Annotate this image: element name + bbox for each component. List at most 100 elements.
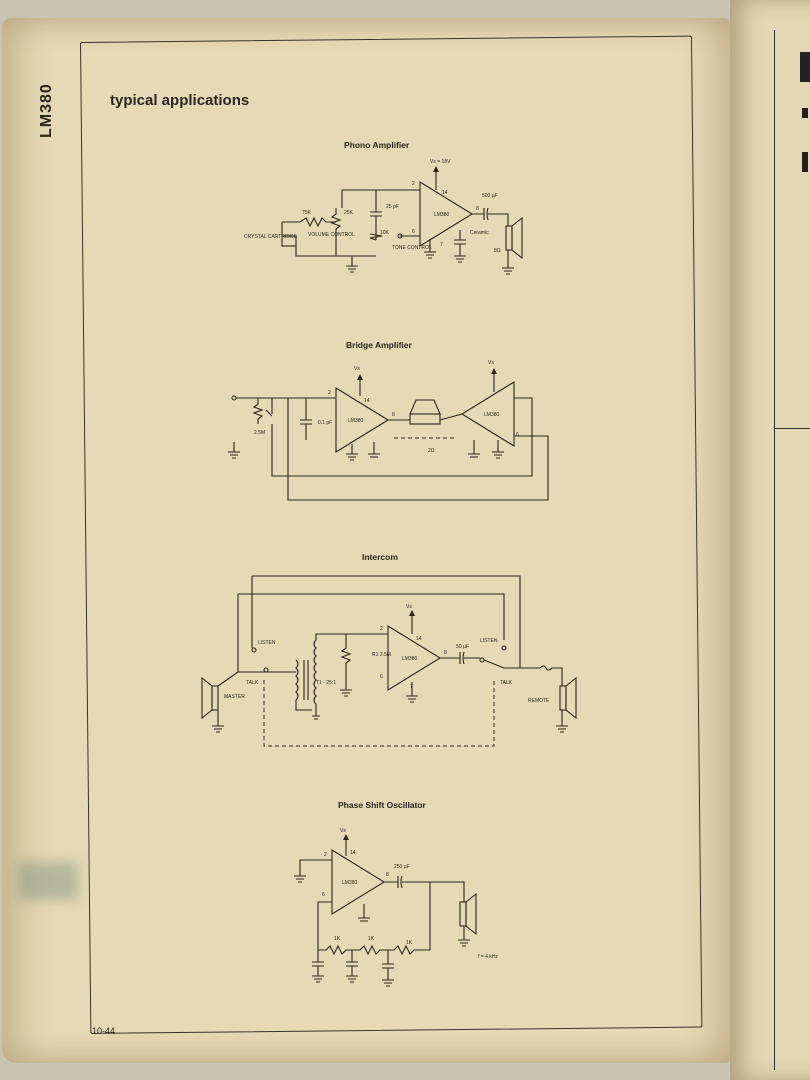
oscillator-label-cap: 250 µF xyxy=(394,864,410,870)
phono-speaker xyxy=(505,225,513,251)
phono-supply-arrow xyxy=(433,166,439,172)
bridge-pin-2: 2 xyxy=(328,390,331,396)
bridge-schematic: LM380 LM380 Vs Vs 14 2 8 6 2.5M 0.1 pF xyxy=(228,360,549,501)
oscillator-amp-symbol xyxy=(331,849,386,915)
phono-speaker-ground xyxy=(502,250,514,275)
phono-label-r3: 10K xyxy=(380,230,390,236)
bridge-pin-8: 8 xyxy=(392,412,395,418)
bridge-label-cap: 0.1 pF xyxy=(318,420,332,426)
intercom-talk-left-node xyxy=(263,667,269,673)
bridge-ground-4 xyxy=(492,440,504,459)
phono-volume-pot xyxy=(330,208,342,256)
oscillator-pin-2: 2 xyxy=(324,852,327,858)
oscillator-cap-2 xyxy=(346,950,358,983)
intercom-second-wire xyxy=(238,593,505,640)
adjacent-page xyxy=(730,0,810,1080)
phono-label-cartridge: CRYSTAL CARTRIDGE xyxy=(244,234,298,240)
bridge-input-node xyxy=(231,395,237,401)
bridge-ground-3 xyxy=(468,440,480,458)
oscillator-label-r2: 1K xyxy=(368,936,375,942)
phono-label-r1: 75K xyxy=(302,210,312,216)
oscillator-speaker-ground xyxy=(458,926,470,947)
datasheet-page xyxy=(2,18,730,1063)
oscillator-pin-14: 14 xyxy=(350,850,356,856)
bridge-pin-14: 14 xyxy=(364,398,370,404)
bridge-output-wires xyxy=(388,413,463,421)
oscillator-label-r3: 1K xyxy=(406,940,413,946)
oscillator-input-ground xyxy=(294,859,332,883)
bridge-cross-wire xyxy=(271,397,533,477)
phono-cartridge xyxy=(281,235,297,247)
adjacent-page-mark xyxy=(800,52,810,82)
bridge-ground-2 xyxy=(368,442,380,458)
bridge-title: Bridge Amplifier xyxy=(346,340,412,350)
bridge-cap xyxy=(300,398,312,440)
adjacent-page-divider xyxy=(774,428,810,429)
bridge-pin-6: 6 xyxy=(516,432,519,438)
intercom-master-ground xyxy=(212,671,239,733)
intercom-label-talk-left: TALK xyxy=(246,680,259,686)
intercom-remote-cone xyxy=(565,676,577,720)
phono-pin-8: 8 xyxy=(476,206,479,212)
oscillator-cap-3 xyxy=(382,950,394,987)
intercom-label-talk-right: TALK xyxy=(500,680,513,686)
phono-pin-6: 6 xyxy=(412,229,415,235)
oscillator-schematic: LM380 Vs 14 2 6 8 250 µF f = 4 kHz 1K 1K… xyxy=(294,828,498,987)
intercom-remote-line xyxy=(539,665,563,686)
phono-tone-pot xyxy=(369,233,383,241)
bridge-left-supply-label: Vs xyxy=(354,366,360,372)
intercom-label-remote: REMOTE xyxy=(528,698,550,704)
phono-label-tone: TONE CONTROL xyxy=(392,245,432,251)
phono-chip-label: LM380 xyxy=(434,212,450,218)
oscillator-output-cap xyxy=(384,875,465,902)
phono-pin-7: 7 xyxy=(440,242,443,248)
intercom-transformer-leads xyxy=(295,633,388,716)
bridge-label-load: 2Ω xyxy=(428,448,435,454)
intercom-label-master: MASTER xyxy=(224,694,245,700)
intercom-master-cone xyxy=(201,676,213,720)
phono-cap-25pf xyxy=(370,190,382,240)
bridge-right-amp xyxy=(460,381,515,447)
adjacent-page-mark xyxy=(802,108,808,118)
phono-amp-symbol xyxy=(419,181,474,247)
intercom-talk-right-switch xyxy=(479,657,485,663)
oscillator-supply-label: Vs xyxy=(340,828,346,834)
intercom-pot xyxy=(340,634,352,680)
oscillator-cap-1 xyxy=(312,950,324,983)
phono-label-speaker: 8Ω xyxy=(494,248,501,254)
oscillator-label-freq: f = 4 kHz xyxy=(478,954,498,960)
intercom-transformer-secondary xyxy=(313,639,317,705)
oscillator-pin-6: 6 xyxy=(322,892,325,898)
intercom-listen-left-node xyxy=(251,647,257,653)
intercom-pin-14: 14 xyxy=(416,636,422,642)
page-stain xyxy=(18,862,78,900)
intercom-pin-8: 8 xyxy=(444,650,447,656)
bridge-speaker-cone xyxy=(409,399,441,415)
intercom-pot-ground xyxy=(340,680,352,697)
phono-resistor-75k xyxy=(282,216,336,228)
phono-pin-2: 2 xyxy=(412,181,415,187)
phono-label-cap-out: 500 µF xyxy=(482,193,498,199)
phono-tone-node xyxy=(397,233,403,239)
intercom-switch-link xyxy=(263,680,495,747)
intercom-output-cap xyxy=(440,651,480,665)
phono-schematic: LM380 Vs = 18V 14 2 6 8 7 75K 25K VOLUME… xyxy=(244,159,523,275)
intercom-schematic: LM380 Vs 14 2 6 8 7 LISTEN LISTEN TALK M… xyxy=(201,575,577,747)
phono-label-volume: VOLUME CONTROL xyxy=(308,232,355,238)
intercom-amp-symbol xyxy=(387,625,442,691)
intercom-chip-label: LM380 xyxy=(402,656,418,662)
phono-label-r2: 25K xyxy=(344,210,354,216)
intercom-label-pot: R1 2.5M xyxy=(372,652,391,658)
oscillator-speaker xyxy=(459,901,467,927)
bridge-right-supply-arrow xyxy=(491,368,497,374)
intercom-remote-speaker xyxy=(559,685,567,711)
phono-input-wire xyxy=(341,189,420,208)
section-heading: typical applications xyxy=(110,92,250,109)
bridge-left-amp xyxy=(335,387,390,453)
intercom-pin-2: 2 xyxy=(380,626,383,632)
intercom-label-cap: 50 µF xyxy=(456,644,469,650)
oscillator-chip-ground xyxy=(358,904,370,922)
oscillator-rc-network xyxy=(317,882,431,956)
